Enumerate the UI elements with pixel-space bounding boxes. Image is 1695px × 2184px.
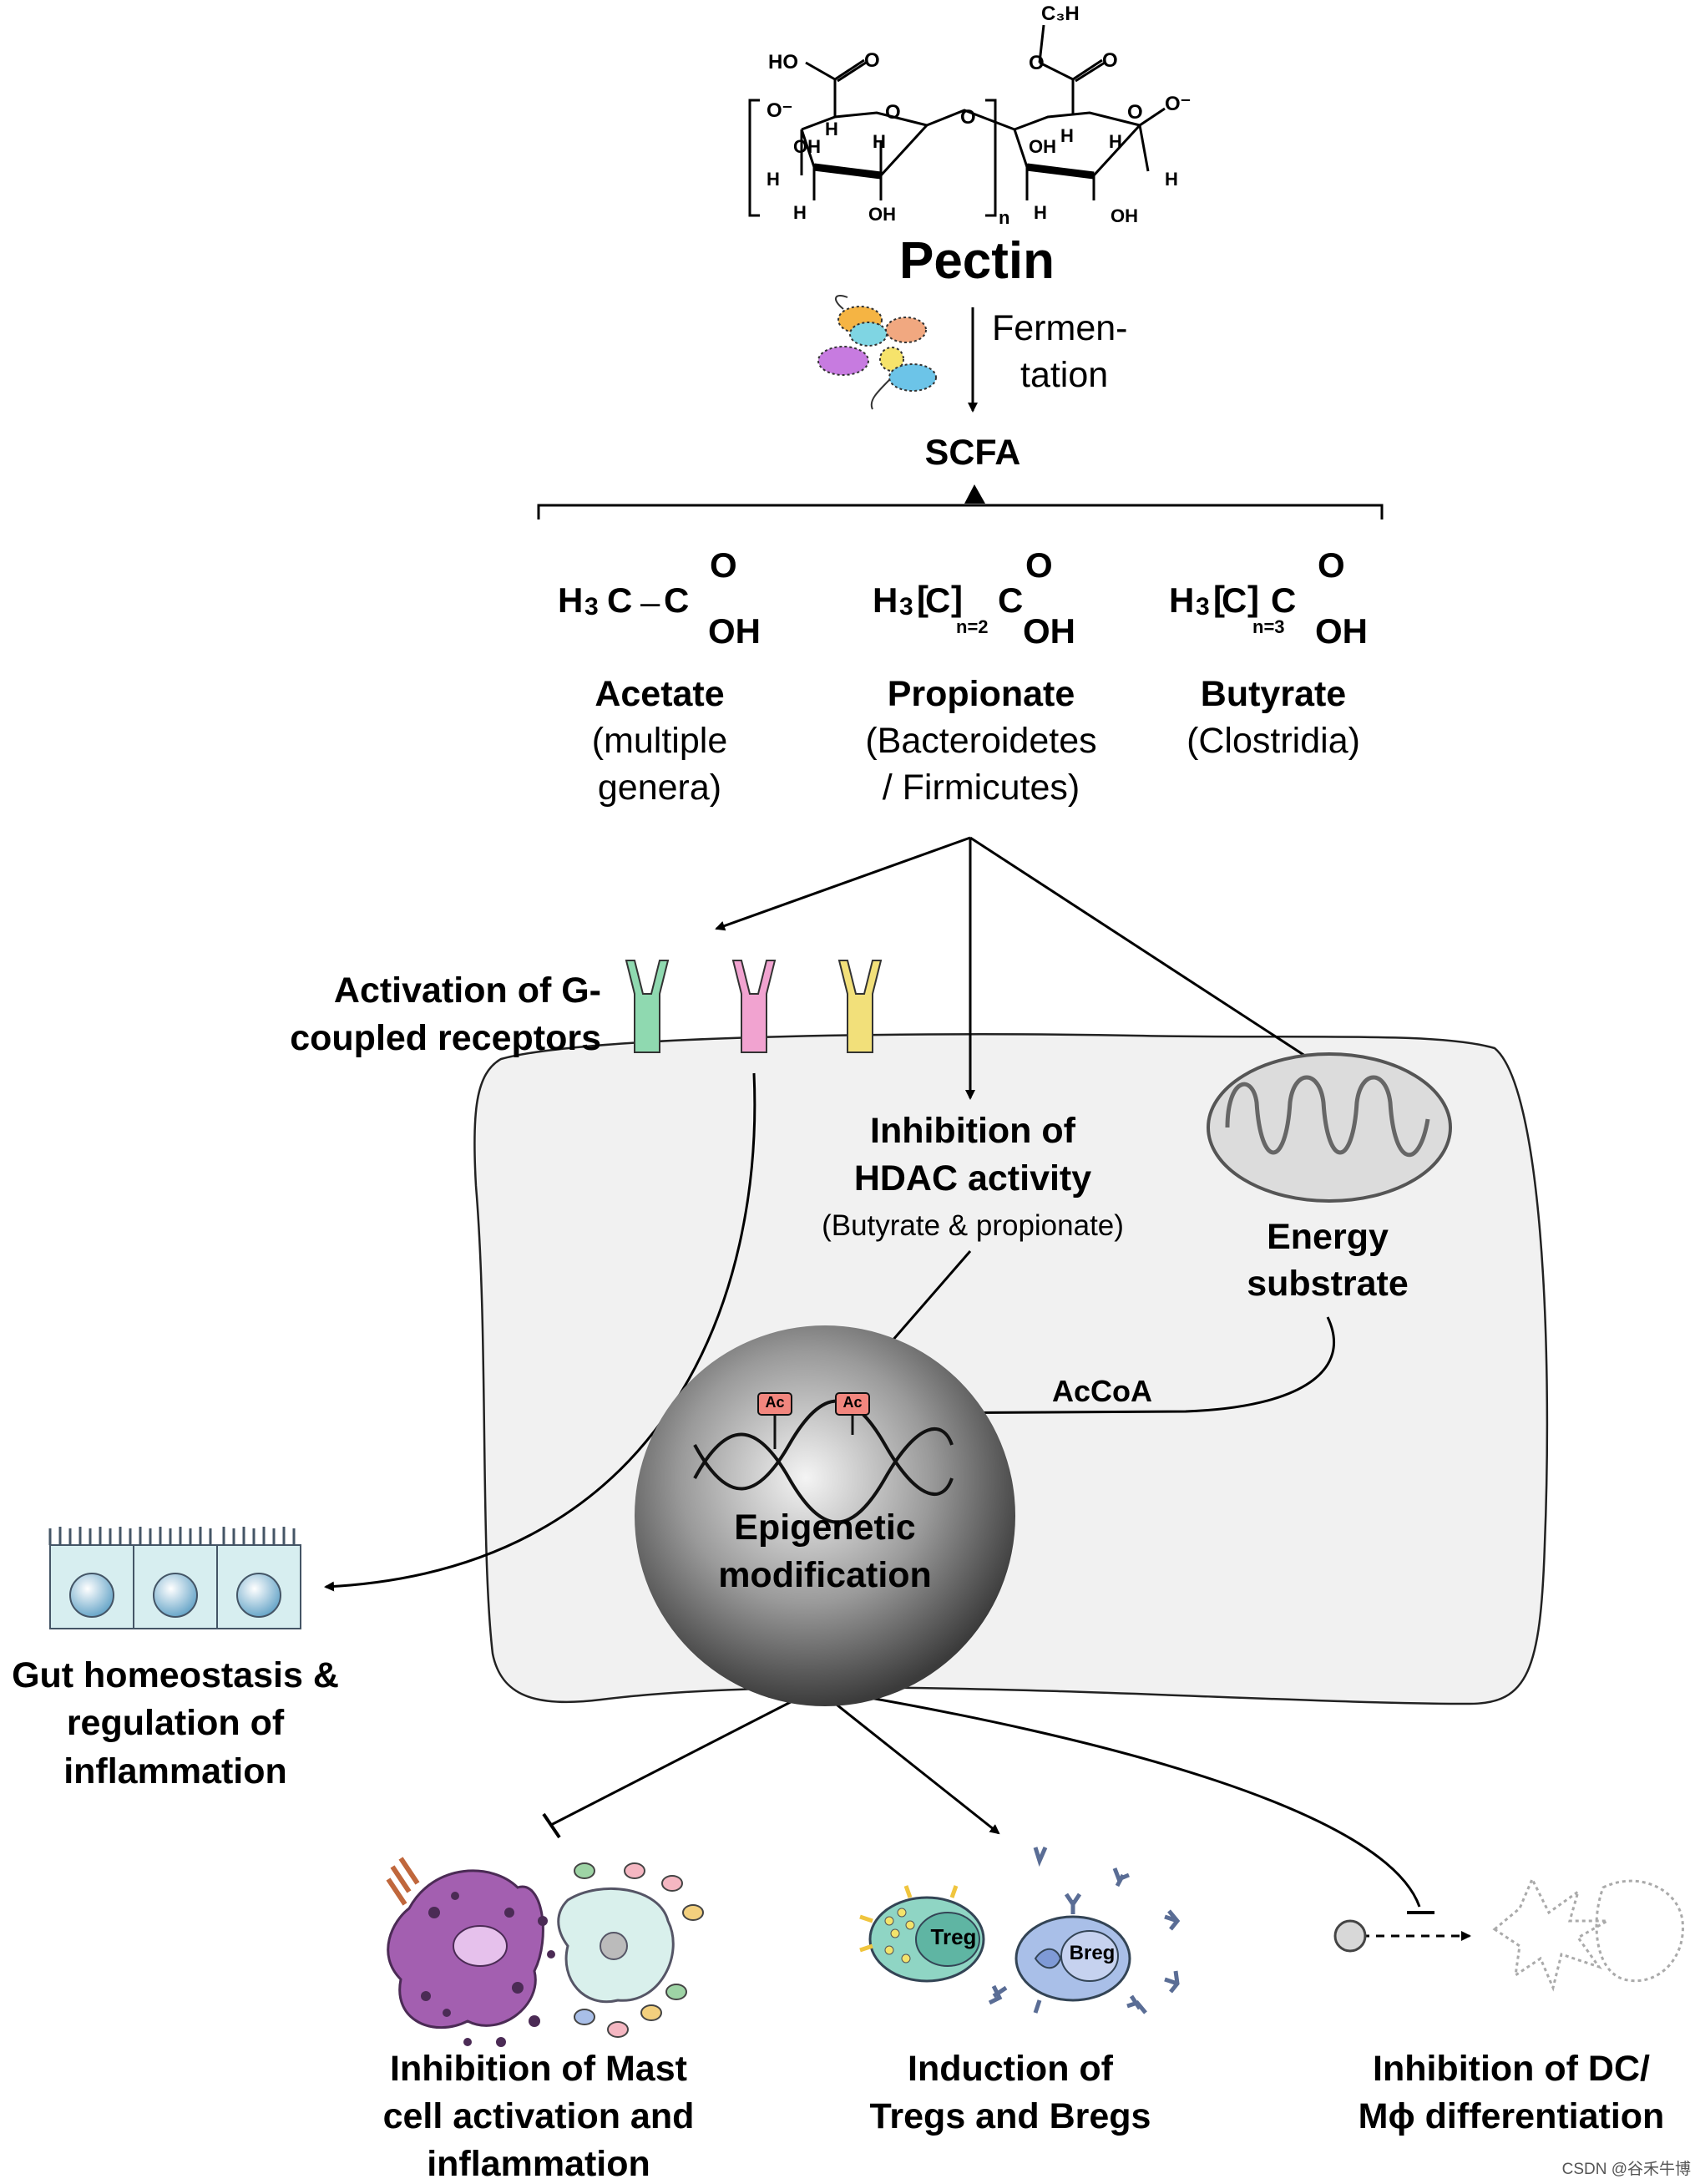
butyrate-subscript: n=3 [1252,616,1285,637]
nucleus [635,1325,1015,1706]
bacteria-icon [817,294,937,410]
gut-label-line2: regulation of [66,1703,285,1743]
pectin-structure-labels: HO O C₃H O O O⁻ O O O O⁻ H OH H H H OH n… [767,3,1191,228]
inhibit-line-mast [550,1687,817,1827]
gpcr-receptors [625,960,882,1053]
outcome-mast-line1: Inhibition of Mast [390,2049,687,2089]
mast-cell-icon [386,1857,704,2047]
svg-text:H: H [1034,202,1047,223]
ac-tag-label-2: Ac [842,1394,863,1411]
outcome-mast-line3: inflammation [427,2144,650,2184]
outcome-tregs-line1: Induction of [908,2049,1113,2089]
acetate-source-line2: genera) [597,768,722,808]
arrow-to-receptors [715,836,971,931]
svg-text:H: H [1165,169,1178,190]
receptor-green-icon [625,960,670,1053]
outcome-tregs-line2: Tregs and Bregs [869,2096,1151,2136]
svg-text:H: H [873,131,886,152]
svg-text:O: O [864,49,880,72]
svg-text:HO: HO [768,51,798,73]
svg-text:n: n [999,207,1009,228]
gut-epithelium-icon [48,1527,301,1629]
scfa-bracket [537,504,1384,519]
watermark: CSDN @谷禾牛博 [1561,2161,1691,2178]
energy-label-line1: Energy [1267,1217,1389,1257]
ac-tag-label-1: Ac [765,1394,785,1411]
svg-text:O: O [960,106,976,129]
fermentation-label-line2: tation [1020,355,1109,395]
pectin-structure [748,24,1166,217]
mitochondrion-icon [1207,1052,1452,1203]
receptor-label-line2: coupled receptors [290,1018,601,1058]
accoa-label: AcCoA [1051,1374,1152,1408]
inhibit-bar-mast [542,1812,561,1839]
gut-label-line1: Gut homeostasis & [12,1655,339,1695]
hdac-label-line1: Inhibition of [870,1111,1075,1151]
svg-text:O: O [1102,49,1118,72]
butyrate-name: Butyrate [1200,674,1347,714]
acetate-name: Acetate [595,674,725,714]
svg-text:OH: OH [793,136,821,157]
butyrate-source-line1: (Clostridia) [1186,721,1360,761]
treg-cell-icon [859,1885,985,1983]
hdac-label-line2: HDAC activity [853,1158,1092,1198]
breg-cell-icon [988,1846,1181,2014]
svg-text:OH: OH [1111,205,1138,226]
acetyl-tag-2 [835,1392,870,1416]
svg-text:O: O [1029,52,1045,74]
fermentation-label-line1: Fermen- [992,308,1128,348]
svg-text:H: H [1060,125,1074,146]
energy-label-line2: substrate [1247,1264,1409,1304]
outcome-dc-line2: Mϕ differentiation [1358,2096,1665,2136]
outcome-mast-line2: cell activation and [382,2096,695,2136]
svg-text:O⁻: O⁻ [1165,93,1191,115]
propionate-name: Propionate [887,674,1075,714]
svg-text:H: H [825,119,838,139]
pectin-title: Pectin [898,232,1055,290]
arrow-to-tregs [816,1687,1000,1835]
outcome-dc-line1: Inhibition of DC/ [1373,2049,1650,2089]
svg-text:O: O [1127,101,1143,124]
scfa-bracket-tip [964,484,985,504]
arrow-to-mitochondrion [969,836,1331,1073]
gut-label-line3: inflammation [63,1751,287,1791]
scfa-label: SCFA [924,433,1021,473]
propionate-subscript: n=2 [956,616,989,637]
acetyl-tag-1 [757,1392,792,1416]
propionate-source-line1: (Bacteroidetes [865,721,1097,761]
svg-text:O: O [885,101,901,124]
hdac-note: (Butyrate & propionate) [822,1209,1124,1242]
svg-text:C₃H: C₃H [1041,3,1080,25]
acetate-source-line1: (multiple [591,721,728,761]
treg-label: Treg [930,1924,977,1949]
inhibit-line-dc [816,1687,1421,1908]
receptor-label-line1: Activation of G- [333,970,601,1011]
dc-macrophage-icon [1333,1876,1684,1992]
svg-text:H: H [793,202,807,223]
svg-text:O⁻: O⁻ [767,99,792,122]
arrow-accoa [907,1316,1336,1418]
svg-text:H: H [1109,131,1122,152]
propionate-source-line2: / Firmicutes) [882,768,1080,808]
svg-text:OH: OH [868,204,896,225]
epigenetic-label-line1: Epigenetic [734,1508,916,1548]
svg-text:H: H [767,169,780,190]
breg-label: Breg [1069,1942,1116,1964]
connector-lines [324,307,1471,1941]
svg-text:OH: OH [1029,136,1056,157]
epigenetic-label-line2: modification [718,1555,932,1595]
